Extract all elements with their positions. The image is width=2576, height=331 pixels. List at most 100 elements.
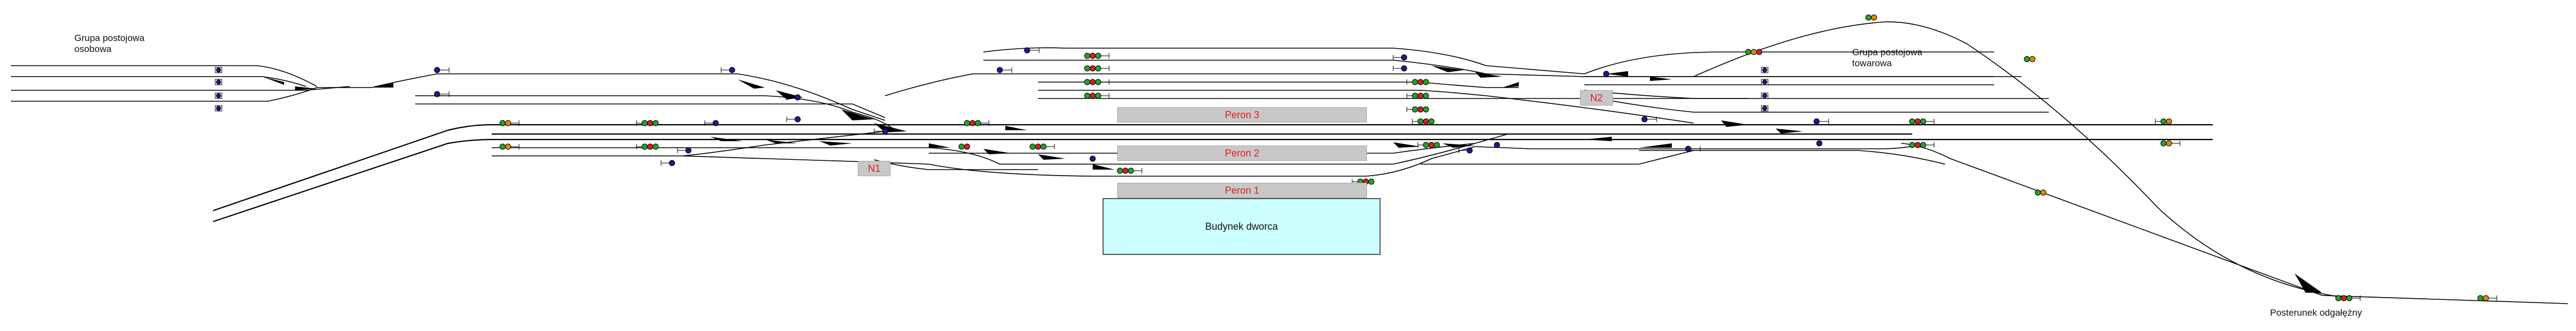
shunt-signal xyxy=(1685,146,1701,152)
shunt-signal xyxy=(434,91,450,97)
shunt-signal xyxy=(1816,140,1823,147)
track-upper-2 xyxy=(415,103,886,118)
switch-marker xyxy=(929,143,951,148)
switch-marker xyxy=(1093,164,1115,170)
distant-signal xyxy=(2477,295,2497,301)
platform-track-2 xyxy=(929,143,1476,154)
shunt-signal xyxy=(704,120,719,126)
switch-marker xyxy=(1650,77,1672,81)
track-right-throat-1 xyxy=(1475,133,1912,144)
distant-signal xyxy=(2155,118,2172,125)
shunt-signal xyxy=(1641,116,1657,123)
freight-track-4 xyxy=(1584,90,2049,99)
siding-lead xyxy=(317,73,886,121)
shunt-signal xyxy=(1761,92,1769,99)
switch-marker xyxy=(1721,120,1748,127)
track-upper-r1 xyxy=(983,47,1585,74)
distant-signal xyxy=(499,120,520,126)
shunt-signal xyxy=(215,92,222,99)
main-signal xyxy=(636,143,659,150)
track-upper-r2 xyxy=(983,60,1487,74)
shunt-signal xyxy=(215,105,222,112)
main-signal xyxy=(1029,143,1055,150)
distant-signal xyxy=(1745,49,1762,55)
shunt-signal xyxy=(1458,147,1473,154)
main-signal xyxy=(2335,295,2361,301)
n1-marker: N1 xyxy=(858,161,891,176)
switch-marker xyxy=(1639,143,1672,148)
main-signal xyxy=(1084,65,1110,72)
main-line-1 xyxy=(213,124,2213,212)
track-lower-2 xyxy=(492,131,886,156)
shunt-signal xyxy=(215,67,222,73)
distant-signal xyxy=(1865,14,1877,21)
switch-marker xyxy=(1005,126,1027,130)
shunt-signal xyxy=(1393,65,1407,72)
shunt-signal xyxy=(1024,47,1040,54)
platform-2: Peron 2 xyxy=(1117,146,1367,161)
switch-marker xyxy=(1776,129,1803,133)
switch-marker xyxy=(1502,82,1519,88)
switch-marker xyxy=(1393,142,1420,148)
shunt-signal xyxy=(721,67,735,73)
main-line-2 xyxy=(213,138,2213,223)
junction-post-label: Posterunek odgałęźny xyxy=(2270,307,2362,318)
switch-marker xyxy=(765,140,798,143)
switch-marker xyxy=(1038,154,1065,160)
main-signal xyxy=(1084,79,1110,85)
switch-markers xyxy=(262,66,2322,293)
main-signal xyxy=(1406,92,1429,99)
track-lower-3 xyxy=(682,155,929,165)
main-signal xyxy=(1909,142,1935,148)
n2-marker: N2 xyxy=(1580,90,1613,106)
shunt-signal xyxy=(1761,79,1769,85)
distant-signal xyxy=(499,143,520,150)
track-upper-1 xyxy=(415,95,853,113)
branch-line xyxy=(1901,143,2568,304)
main-signal xyxy=(964,120,989,126)
switch-marker xyxy=(372,83,393,88)
shunt-signal xyxy=(1393,54,1407,61)
shunt-signal xyxy=(1813,118,1829,125)
switch-marker xyxy=(1431,66,1464,72)
main-signal xyxy=(1417,142,1440,148)
switch-marker xyxy=(2295,274,2322,293)
platform-1: Peron 1 xyxy=(1117,183,1367,198)
track-right-throat-4 xyxy=(1420,150,1694,165)
main-signal xyxy=(1084,53,1110,59)
track-upper-r5 xyxy=(1038,90,1487,96)
shunt-signal xyxy=(434,67,450,73)
distant-signal xyxy=(2024,56,2036,62)
track-right-throat-2 xyxy=(1475,143,1924,149)
siding-track-2 xyxy=(11,76,306,87)
freight-track-6 xyxy=(1486,95,1694,124)
main-signal xyxy=(1117,167,1142,174)
track-upper-r7 xyxy=(885,73,973,96)
shunt-signal xyxy=(874,128,888,135)
freight-siding-label: Grupa postojowa towarowa xyxy=(1852,47,1923,68)
switch-marker xyxy=(295,86,317,90)
switch-marker xyxy=(262,77,284,85)
passenger-siding-label: Grupa postojowa osobowa xyxy=(74,33,145,54)
shunt-signal xyxy=(786,94,801,101)
shunt-signal xyxy=(1761,105,1769,112)
track-upper-r4 xyxy=(1038,82,1519,88)
shunt-signal xyxy=(677,147,692,154)
shunt-signal xyxy=(1494,142,1500,148)
main-signal xyxy=(1084,92,1110,99)
main-signal xyxy=(1406,79,1429,85)
station-building: Budynek dworca xyxy=(1103,198,1381,255)
main-signal xyxy=(1406,106,1429,113)
shunt-signal xyxy=(215,79,222,85)
distant-signal xyxy=(2035,189,2047,196)
switch-marker xyxy=(1584,137,1612,141)
main-signal xyxy=(1412,118,1435,125)
main-signal xyxy=(636,120,659,126)
shunt-signal xyxy=(1761,67,1769,73)
track-right-throat-3 xyxy=(1639,150,1946,165)
main-signal xyxy=(1909,118,1935,125)
track-lines xyxy=(11,21,2568,304)
switch-marker xyxy=(1475,72,1502,78)
switch-marker xyxy=(710,137,743,141)
distant-signal xyxy=(958,143,970,150)
